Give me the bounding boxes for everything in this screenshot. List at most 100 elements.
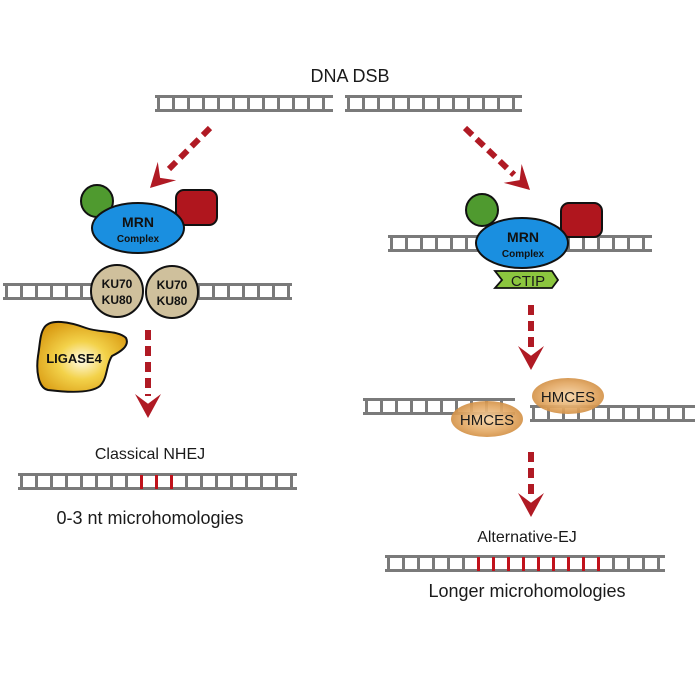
dna-rung <box>592 407 595 421</box>
dna-rung <box>277 97 280 111</box>
classical-nhej-label: Classical NHEJ <box>95 446 205 463</box>
dna-rung <box>392 97 395 111</box>
microhomology-rung <box>477 557 480 571</box>
ku-complex-2 <box>145 265 199 319</box>
dna-rung <box>50 285 53 299</box>
arrow-to-classical-nhej <box>135 330 161 418</box>
ku-complex-1 <box>90 264 144 318</box>
dna-strand-top <box>3 283 95 286</box>
mrn-red-subunit-right <box>560 202 603 238</box>
dna-rung <box>435 237 438 251</box>
dna-rung <box>612 557 615 571</box>
dna-rung <box>95 475 98 489</box>
dna-rung <box>200 475 203 489</box>
dna-rung <box>125 475 128 489</box>
dna-rung <box>642 557 645 571</box>
dna-rung <box>172 97 175 111</box>
dna-rung <box>80 285 83 299</box>
ku-complex-2-line2: KU80 <box>157 294 188 308</box>
dna-rung <box>5 285 8 299</box>
nhej-dna-left <box>3 283 95 300</box>
dna-rung <box>110 475 113 489</box>
dna-rung <box>390 237 393 251</box>
dna-strand-top <box>363 398 515 401</box>
arrow-head <box>150 161 177 188</box>
dna-rung <box>80 475 83 489</box>
dna-rung <box>627 557 630 571</box>
nhej-dna-right <box>195 283 292 300</box>
mrn-label-left: MRN <box>122 214 154 230</box>
dna-rung <box>532 407 535 421</box>
dna-rung <box>365 400 368 414</box>
dna-rung <box>217 97 220 111</box>
dna-rung <box>422 97 425 111</box>
dna-strand-bottom <box>345 109 522 112</box>
dna-rung <box>307 97 310 111</box>
ligase4-protein <box>36 321 128 393</box>
arrow-head <box>503 164 530 190</box>
dna-rung <box>642 237 645 251</box>
hmces-label-1: HMCES <box>460 412 514 429</box>
dna-strand-bottom <box>388 249 480 252</box>
dna-strand-top <box>385 555 665 558</box>
microhomology-rung <box>507 557 510 571</box>
microhomology-rung <box>170 475 173 489</box>
dna-rung <box>185 475 188 489</box>
dna-strand-top <box>565 235 652 238</box>
dna-rung <box>425 400 428 414</box>
dna-rung <box>512 97 515 111</box>
ku-complex-1-line1: KU70 <box>102 277 133 291</box>
dna-rung <box>215 475 218 489</box>
dna-strand-bottom <box>3 297 95 300</box>
dna-rung <box>287 285 290 299</box>
altej-dna-left <box>388 235 480 252</box>
dna-rung <box>227 285 230 299</box>
dna-rung <box>50 475 53 489</box>
dsb-dna-left <box>155 95 333 112</box>
dna-rung <box>247 97 250 111</box>
dna-rung <box>462 557 465 571</box>
dna-rung <box>20 475 23 489</box>
microhomology-rung <box>140 475 143 489</box>
arrow-head <box>518 346 544 370</box>
dna-strand-bottom <box>155 109 333 112</box>
dna-rung <box>212 285 215 299</box>
dna-layer <box>3 95 695 572</box>
dna-rung <box>272 285 275 299</box>
mrn-complex-left <box>91 202 185 254</box>
microhomology-rung <box>597 557 600 571</box>
dna-rung <box>245 475 248 489</box>
mrn-red-subunit-left <box>175 189 218 226</box>
ku-complex-1-line2: KU80 <box>102 293 133 307</box>
mrn-sub-right: Complex <box>502 249 545 260</box>
dsb-dna-right <box>345 95 522 112</box>
arrow-shaft <box>462 125 517 177</box>
dna-rung <box>292 97 295 111</box>
arrow-to-alt-ej <box>518 452 544 517</box>
dna-rung <box>380 400 383 414</box>
dna-rung <box>362 97 365 111</box>
hmces-label-2: HMCES <box>541 389 595 406</box>
dna-rung <box>657 557 660 571</box>
dna-rung <box>35 285 38 299</box>
arrow-layer <box>135 125 544 517</box>
dna-rung <box>622 407 625 421</box>
dna-rung <box>202 97 205 111</box>
ku-complex-2-line1: KU70 <box>157 278 188 292</box>
arrow-to-hmces <box>518 305 544 370</box>
dna-rung <box>440 400 443 414</box>
microhomology-rung <box>155 475 158 489</box>
dna-rung <box>410 400 413 414</box>
dna-rung <box>275 475 278 489</box>
dna-strand-bottom <box>565 249 652 252</box>
dna-rung <box>577 407 580 421</box>
dna-rung <box>387 557 390 571</box>
mrn-label-right: MRN <box>507 229 539 245</box>
dna-rung <box>65 285 68 299</box>
dna-rung <box>420 237 423 251</box>
dna-strand-top <box>530 405 695 408</box>
dna-rung <box>347 97 350 111</box>
right-pathway: MRN Complex CTIP Alternative-EJ Longer m… <box>428 193 626 601</box>
microhomology-rung <box>582 557 585 571</box>
